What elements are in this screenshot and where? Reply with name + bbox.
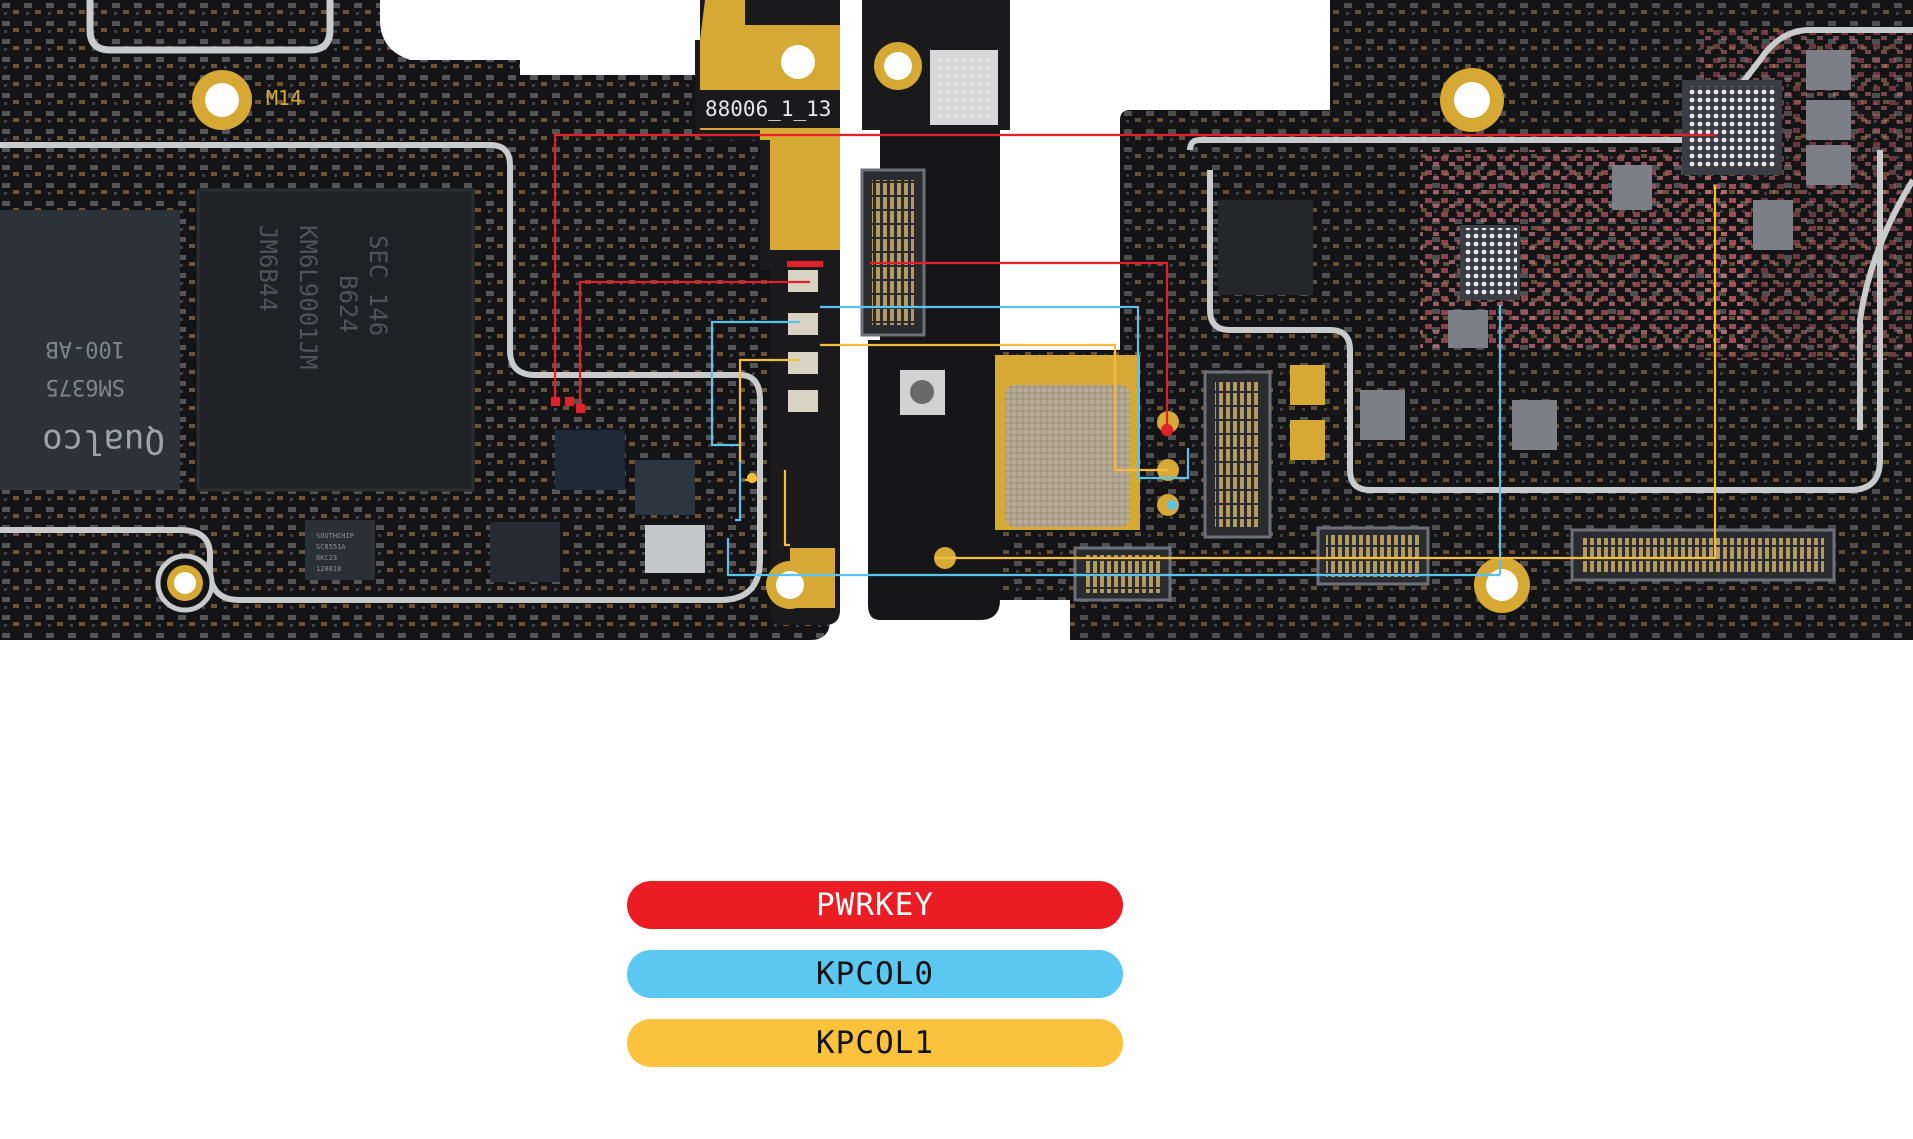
charger-chip-line: SC8551A (316, 543, 346, 551)
legend-pwrkey: PWRKEY (627, 881, 1123, 929)
inductor (1806, 145, 1851, 185)
shield-trace (1857, 178, 1913, 430)
trace-kpcol0 (710, 305, 1502, 577)
soc-line: SM6375 (46, 374, 125, 399)
charger-chip-line: SOUTHCHIP (316, 532, 354, 540)
shield-trace (0, 142, 763, 603)
inductor (1512, 400, 1557, 450)
soc-chip: SM6375 100-AB Qualco (0, 210, 180, 490)
soc-brand: Qualco (42, 421, 165, 461)
ic-chip (635, 460, 695, 515)
contact-pad (788, 313, 818, 335)
gold-pad (1290, 420, 1325, 460)
memory-chip-line: B624 (334, 275, 362, 333)
memory-chip: SEC 146 B624 KM6L9001JM JM6B44 (196, 188, 475, 492)
shield-trace (86, 0, 334, 54)
shield-trace (1207, 150, 1883, 493)
legend-kpcol0: KPCOL0 (627, 950, 1123, 998)
board-id-label: 88006_1_13 (705, 97, 831, 121)
ic-chip (645, 525, 705, 573)
trace-kpcol1 (738, 185, 1717, 560)
ic-chip (555, 430, 625, 490)
m14-label: M14 (266, 86, 302, 110)
right-board (860, 0, 1913, 640)
inductor (1448, 310, 1488, 348)
circuit-board-diagram: M14 SEC 146 B624 KM6L9001JM JM6B44 SM637… (0, 0, 1913, 640)
trace-pwrkey (550, 133, 1715, 437)
contact-pad (788, 390, 818, 412)
charger-chip-line: 120818 (316, 565, 341, 573)
memory-chip-line: KM6L9001JM (294, 225, 322, 370)
legend-kpcol1-label: KPCOL1 (816, 1025, 934, 1061)
gold-pad (1290, 365, 1325, 405)
inductor (1806, 50, 1851, 90)
left-board: M14 SEC 146 B624 KM6L9001JM JM6B44 SM637… (0, 0, 840, 640)
charger-chip: SOUTHCHIP SC8551A 6KC23 120818 (305, 520, 375, 580)
soc-line: 100-AB (46, 336, 125, 361)
inductor (1360, 390, 1405, 440)
legend-kpcol1: KPCOL1 (627, 1019, 1123, 1067)
contact-pad (788, 352, 818, 374)
charger-chip-line: 6KC23 (316, 554, 337, 562)
inductor (1753, 200, 1793, 250)
memory-chip-line: JM6B44 (254, 225, 282, 312)
gold-pad (770, 140, 840, 250)
legend-pwrkey-label: PWRKEY (816, 887, 934, 923)
right-board-outline (862, 0, 1010, 620)
legend-kpcol0-label: KPCOL0 (816, 956, 934, 992)
inductor (1612, 165, 1652, 210)
ic-chip (1218, 200, 1313, 295)
ic-chip (490, 522, 560, 582)
shield-can-mesh (1005, 385, 1130, 527)
inductor (1806, 100, 1851, 140)
memory-chip-line: SEC 146 (364, 235, 392, 336)
